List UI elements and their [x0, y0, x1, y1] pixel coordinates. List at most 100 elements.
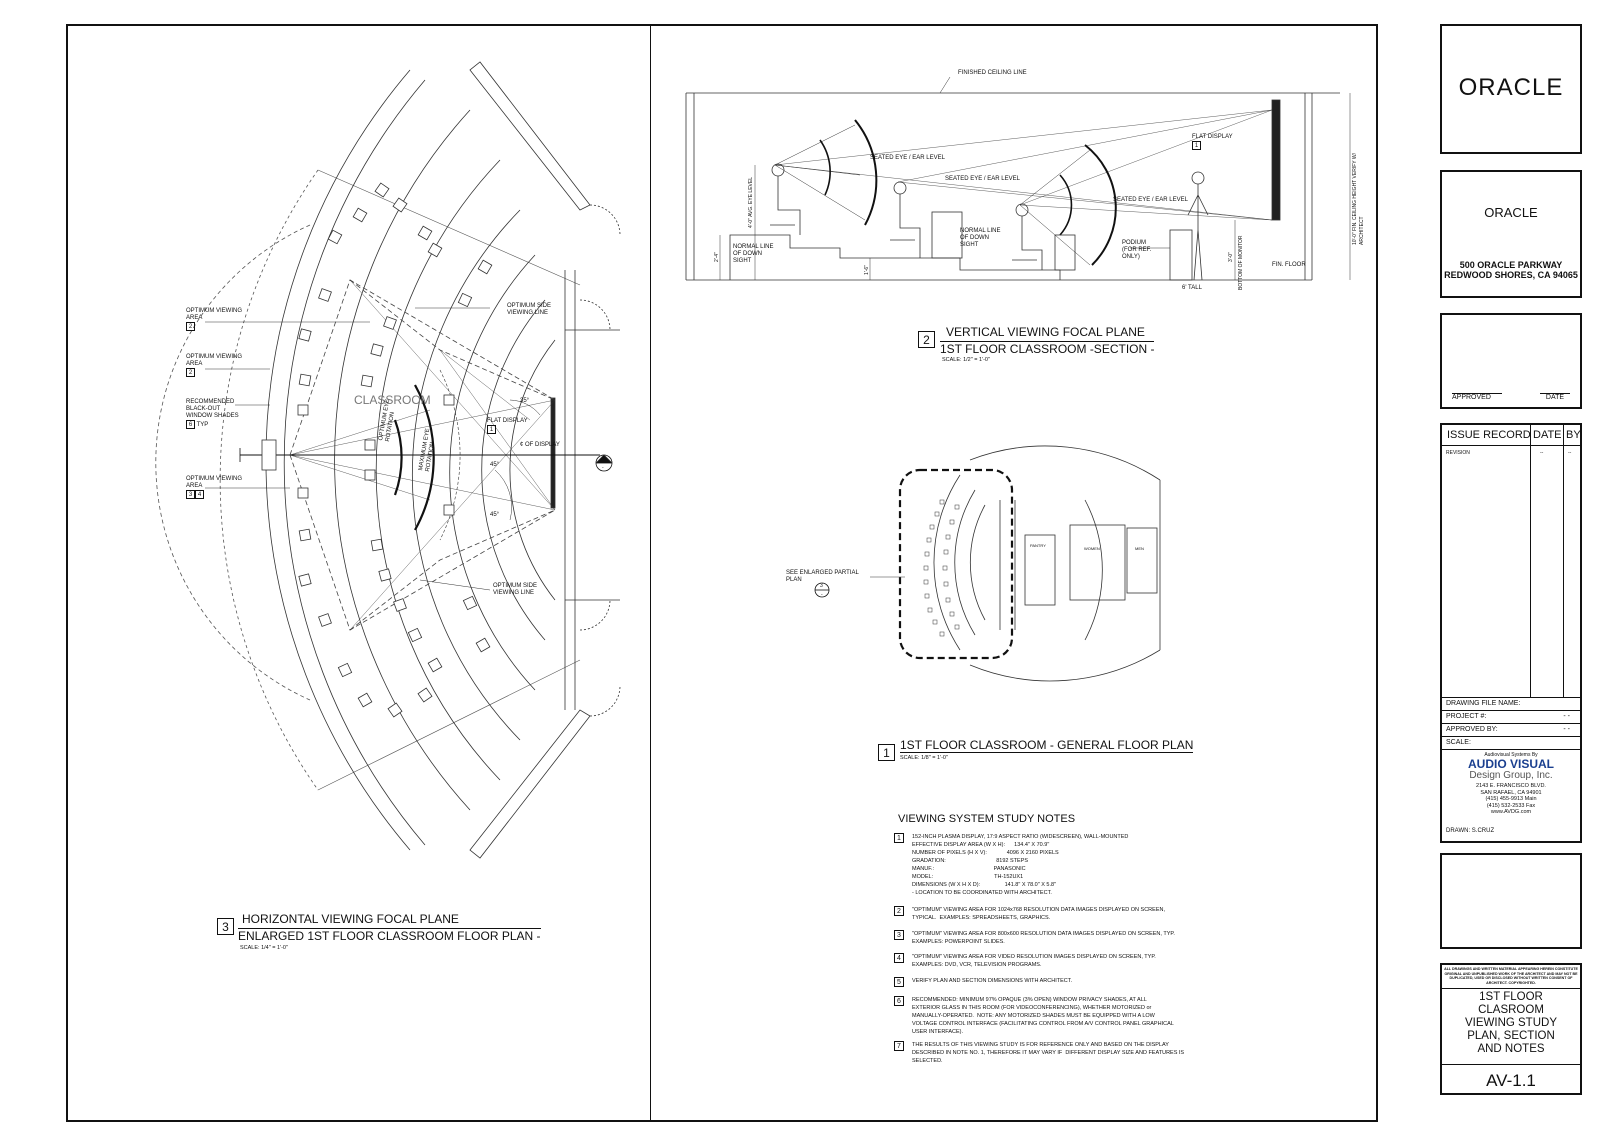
label-angle-45a: 45° [490, 462, 500, 468]
note-line: "OPTIMUM" VIEWING AREA FOR 1024x768 RESO… [912, 907, 1165, 913]
note-line: EXTERIOR GLASS IN THIS ROOM (FOR VIDEOCO… [912, 1005, 1152, 1011]
label-normal-down-sight-1: NORMAL LINE OF DOWN SIGHT [733, 244, 774, 264]
note-number: 1 [894, 833, 904, 843]
note-line: EXAMPLES: POWERPOINT SLIDES. [912, 939, 1005, 945]
note-line: - LOCATION TO BE COORDINATED WITH ARCHIT… [912, 890, 1052, 896]
drawn-by: DRAWN: S.CRUZ [1446, 828, 1495, 834]
note-line: THE RESULTS OF THIS VIEWING STUDY IS FOR… [912, 1042, 1169, 1048]
tb-client-box: ORACLE 500 ORACLE PARKWAY REDWOOD SHORES… [1440, 170, 1582, 298]
firm-name-2: Design Group, Inc. [1469, 770, 1553, 781]
note-line: TYPICAL. EXAMPLES: SPREADSHEETS, GRAPHIC… [912, 915, 1051, 921]
note-line: VOLTAGE CONTROL INTERFACE (FACILITATING … [912, 1021, 1174, 1027]
drawing-sheet-border [66, 24, 1378, 1122]
dim-1-6: 1'-6" [864, 265, 870, 275]
note-line: RECOMMENDED: MINIMUM 97% OPAQUE (3% OPEN… [912, 997, 1147, 1003]
issue-date-label: DATE [1533, 429, 1562, 441]
revision-date: -- [1540, 450, 1544, 456]
section-callout-num: 2 [601, 455, 604, 461]
sheet-title: 1ST FLOOR CLASROOM VIEWING STUDY PLAN, S… [1464, 991, 1557, 1055]
note-number: 2 [894, 906, 904, 916]
label-seated-eye-3: SEATED EYE / EAR LEVEL [1113, 197, 1188, 203]
label-6ft-tall: 6' TALL [1182, 285, 1202, 291]
tb-issue-box: ISSUE RECORD DATE BY REVISION -- -- DRAW… [1440, 423, 1582, 843]
client-name: ORACLE [1484, 205, 1538, 220]
general-callout-sheet: - [821, 592, 823, 598]
scale-section: SCALE: 1/2" = 1'-0" [942, 357, 990, 363]
title-horizontal-plane: HORIZONTAL VIEWING FOCAL PLANE [242, 912, 459, 926]
note-line: "OPTIMUM" VIEWING AREA FOR 800x600 RESOL… [912, 931, 1175, 937]
label-classroom: CLASSROOM [354, 393, 431, 407]
notes-heading: VIEWING SYSTEM STUDY NOTES [898, 813, 1076, 825]
note-line: MANUALLY-OPERATED. NOTE: ANY MOTORIZED S… [912, 1013, 1155, 1019]
note-line: SELECTED. [912, 1058, 943, 1064]
note-number: 3 [894, 930, 904, 940]
note-line: "OPTIMUM" VIEWING AREA FOR VIDEO RESOLUT… [912, 954, 1156, 960]
title-enlarged-plan: ENLARGED 1ST FLOOR CLASSROOM FLOOR PLAN … [238, 928, 541, 943]
note-line: NUMBER OF PIXELS (H X V): 4096 X 2160 PI… [912, 850, 1059, 856]
tb-logo-box: ORACLE [1440, 24, 1582, 154]
firm-block: Audiovisual Systems By AUDIO VISUAL Desi… [1442, 749, 1580, 830]
dim-2-4: 2'-4" [714, 252, 720, 262]
title-vertical-plane: VERTICAL VIEWING FOCAL PLANE [946, 325, 1145, 339]
general-floor-plan [814, 445, 1161, 682]
label-normal-down-sight-2: NORMAL LINE OF DOWN SIGHT [960, 228, 1001, 248]
label-angle-35: 35° [520, 398, 530, 404]
label-seated-eye-1: SEATED EYE / EAR LEVEL [870, 155, 945, 161]
note-item: 3 "OPTIMUM" VIEWING AREA FOR 800x600 RESO… [894, 930, 1182, 946]
project-row: PROJECT #:- - [1442, 710, 1580, 723]
section-callout-sheet: - [602, 465, 604, 471]
note-line: MODEL: TH-152UX1 [912, 874, 1024, 880]
note-number: 4 [894, 953, 904, 963]
label-cl-display: ¢ OF DISPLAY [520, 442, 560, 448]
sheet-divider [650, 24, 651, 1122]
approved-label: APPROVED [1452, 393, 1502, 401]
scale-enlarged-plan: SCALE: 1/4" = 1'-0" [240, 945, 288, 951]
note-item: 2 "OPTIMUM" VIEWING AREA FOR 1024x768 RES… [894, 906, 1182, 922]
label-women: WOMEN [1084, 546, 1100, 551]
title-number-1: 1 [878, 744, 895, 761]
note-line: VERIFY PLAN AND SECTION DIMENSIONS WITH … [912, 978, 1073, 984]
issue-by-label: BY [1566, 429, 1581, 441]
note-line: DESCRIBED IN NOTE NO. 1, THEREFORE IT MA… [912, 1050, 1185, 1056]
note-line: GRADATION: 8192 STEPS [912, 858, 1029, 864]
date-label: DATE [1540, 393, 1570, 401]
title-number-2: 2 [918, 331, 935, 348]
client-address-1: 500 ORACLE PARKWAY [1459, 260, 1563, 270]
label-men: MEN [1135, 546, 1144, 551]
label-ceiling-height: 10'-0" FIN. CEILING HEIGHT VERIFY W/ ARC… [1352, 152, 1365, 245]
client-address-2: REDWOOD SHORES, CA 94065 [1444, 270, 1578, 280]
label-side-line-top: OPTIMUM SIDE VIEWING LINE [507, 303, 552, 316]
note-number: 6 [894, 996, 904, 1006]
title-general-plan: 1ST FLOOR CLASSROOM - GENERAL FLOOR PLAN [900, 738, 1194, 753]
label-angle-45b: 45° [490, 512, 500, 518]
approved-by-row: APPROVED BY:- - [1442, 723, 1580, 736]
label-side-line-bottom: OPTIMUM SIDE VIEWING LINE [493, 583, 538, 596]
title-number-3: 3 [217, 918, 234, 935]
label-bottom-monitor: BOTTOM OF MONITOR [1238, 235, 1244, 290]
scale-row: SCALE: [1442, 736, 1580, 749]
label-see-enlarged: SEE ENLARGED PARTIAL PLAN [786, 570, 859, 583]
note-line: USER INTERFACE). [912, 1029, 964, 1035]
title-section: 1ST FLOOR CLASSROOM -SECTION - [940, 341, 1155, 356]
firm-name-1: AUDIO VISUAL [1467, 757, 1554, 771]
copyright-note: ALL DRAWINGS AND WRITTEN MATERIAL APPEAR… [1444, 967, 1578, 985]
revision-label: REVISION [1446, 450, 1470, 456]
revision-by: -- [1568, 450, 1572, 456]
scale-general-plan: SCALE: 1/8" = 1'-0" [900, 755, 948, 761]
tb-sheet-box: ALL DRAWINGS AND WRITTEN MATERIAL APPEAR… [1440, 963, 1582, 1095]
dim-4-0: 4'-0" AVG. EYE LEVEL [748, 177, 754, 228]
label-finished-ceiling: FINISHED CEILING LINE [958, 70, 1027, 76]
sheet-number: AV-1.1 [1486, 1071, 1536, 1090]
general-callout-num: 3 [820, 583, 823, 589]
note-line: MANUF.: PANASONIC [912, 866, 1026, 872]
